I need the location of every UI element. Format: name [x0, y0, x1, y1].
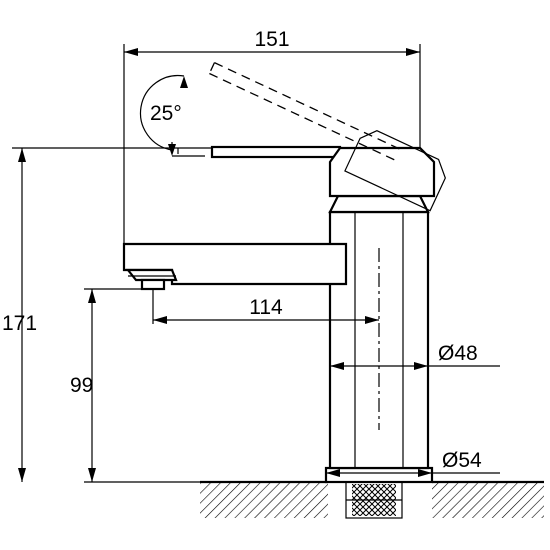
base-diameter-label: Ø54	[442, 449, 482, 472]
dimension-angle: 25°	[139, 74, 205, 157]
dimension-171: 171	[2, 147, 212, 482]
height-label: 171	[2, 312, 37, 335]
mounting-shank	[345, 481, 403, 519]
base-flange	[324, 466, 434, 484]
body-diameter-label: Ø48	[438, 342, 478, 365]
reach-label: 114	[249, 296, 283, 319]
spout	[122, 242, 348, 291]
dimension-99: 99	[70, 288, 200, 483]
dimension-diameter-48: Ø48	[330, 342, 500, 370]
width-label: 151	[254, 28, 289, 51]
dimension-diameter-54: Ø54	[326, 449, 500, 477]
dimension-151: 151	[123, 28, 421, 244]
handle-open-dashed	[208, 62, 446, 212]
handle-closed	[210, 145, 436, 198]
spout-height-label: 99	[70, 374, 93, 397]
dimension-114: 114	[152, 289, 379, 324]
angle-label: 25°	[150, 102, 182, 125]
countertop	[200, 480, 544, 518]
handle-neck	[328, 194, 430, 214]
